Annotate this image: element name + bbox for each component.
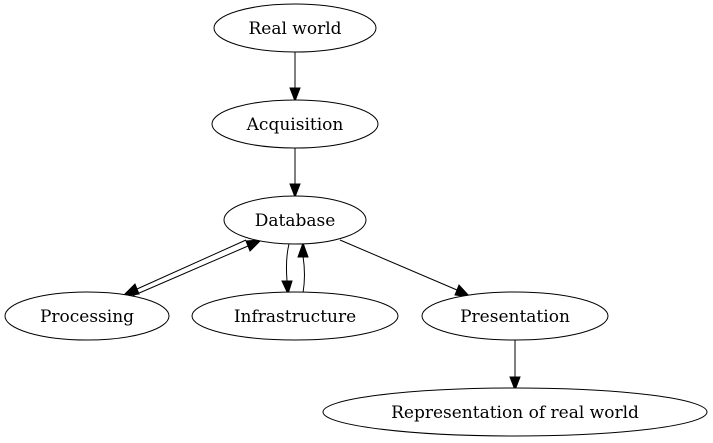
edge-database-to-presentation <box>339 239 472 298</box>
node-infrastructure: Infrastructure <box>191 291 399 341</box>
nodes: Real world Acquisition Database Processi… <box>4 3 708 437</box>
edge-database-to-processing <box>121 239 247 297</box>
node-label-processing: Processing <box>40 307 134 327</box>
node-label-acquisition: Acquisition <box>246 115 344 135</box>
node-presentation: Presentation <box>421 291 609 341</box>
node-label-database: Database <box>255 211 336 231</box>
node-real-world: Real world <box>213 3 377 53</box>
edge-processing-to-database <box>129 239 263 298</box>
edge-real-world-to-acquisition <box>289 52 301 103</box>
edge-infrastructure-to-database <box>297 241 309 294</box>
node-label-presentation: Presentation <box>460 307 570 327</box>
node-label-infrastructure: Infrastructure <box>234 307 356 327</box>
node-label-real-world: Real world <box>248 19 341 39</box>
node-representation-of-real-world: Representation of real world <box>322 387 708 437</box>
node-acquisition: Acquisition <box>211 99 379 149</box>
edge-acquisition-to-database <box>289 148 301 199</box>
edge-database-to-infrastructure <box>281 243 293 296</box>
edge-presentation-to-representation <box>509 340 521 392</box>
node-database: Database <box>223 195 367 245</box>
node-label-representation-of-real-world: Representation of real world <box>391 403 639 423</box>
node-processing: Processing <box>4 291 170 341</box>
edges <box>121 52 521 392</box>
